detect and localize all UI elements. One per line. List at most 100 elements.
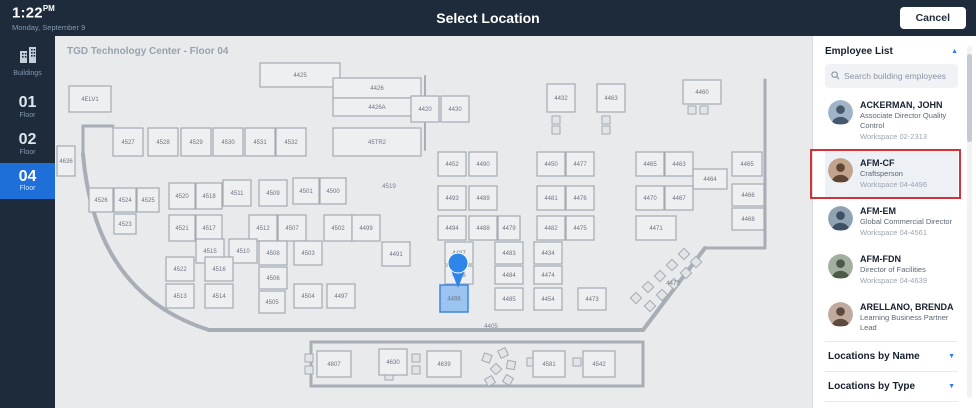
room-4482[interactable] bbox=[536, 215, 566, 241]
section-locations-by-type[interactable]: Locations by Type▼ bbox=[825, 371, 958, 401]
room-4465[interactable] bbox=[635, 151, 665, 177]
room-4500[interactable] bbox=[319, 177, 347, 205]
room-4529[interactable] bbox=[180, 127, 212, 157]
room-4489[interactable] bbox=[468, 185, 498, 211]
section-departments[interactable]: Departments▼ bbox=[825, 401, 958, 408]
room-4426[interactable] bbox=[332, 77, 422, 99]
room-4493[interactable] bbox=[437, 185, 467, 211]
room-4639[interactable] bbox=[426, 350, 462, 378]
room-4497[interactable] bbox=[326, 283, 356, 309]
room-4470[interactable] bbox=[635, 185, 665, 211]
room-4490[interactable] bbox=[468, 151, 498, 177]
room-4491[interactable] bbox=[381, 241, 411, 267]
room-4525[interactable] bbox=[136, 187, 160, 213]
room-4511[interactable] bbox=[222, 179, 252, 207]
room-4426A[interactable] bbox=[332, 97, 422, 117]
room-4466[interactable] bbox=[731, 183, 765, 207]
room-4498[interactable] bbox=[439, 284, 469, 313]
room-4506[interactable] bbox=[258, 266, 288, 290]
room-4477[interactable] bbox=[565, 151, 595, 177]
room-4465[interactable] bbox=[731, 151, 763, 177]
room-4488[interactable] bbox=[468, 215, 498, 241]
room-4527[interactable] bbox=[112, 127, 144, 157]
room-4522[interactable] bbox=[165, 256, 195, 282]
room-4507[interactable] bbox=[277, 214, 307, 242]
room-4467[interactable] bbox=[664, 185, 694, 211]
room-4509[interactable] bbox=[258, 179, 288, 207]
room-4516[interactable] bbox=[204, 256, 234, 282]
room-4530[interactable] bbox=[212, 127, 244, 157]
room-4474[interactable] bbox=[533, 265, 563, 285]
cancel-button[interactable]: Cancel bbox=[899, 7, 966, 29]
room-4430[interactable] bbox=[440, 95, 470, 123]
room-4420[interactable] bbox=[410, 95, 440, 123]
location-pin[interactable] bbox=[447, 252, 469, 288]
employee-list-header[interactable]: Employee List ▲ bbox=[825, 44, 958, 58]
room-4636[interactable] bbox=[56, 145, 76, 177]
room-4526[interactable] bbox=[88, 187, 114, 213]
room-4521[interactable] bbox=[168, 214, 196, 242]
room-4425[interactable] bbox=[259, 62, 341, 88]
room-4503[interactable] bbox=[293, 240, 323, 266]
room-4450[interactable] bbox=[536, 151, 566, 177]
room-4514[interactable] bbox=[204, 283, 234, 309]
room-4432[interactable] bbox=[546, 83, 576, 113]
room-4463[interactable] bbox=[596, 83, 626, 113]
room-45TR2[interactable] bbox=[332, 127, 422, 157]
chevron-down-icon[interactable]: ▼ bbox=[948, 353, 955, 360]
room-4807[interactable] bbox=[316, 350, 352, 378]
room-4505[interactable] bbox=[258, 290, 286, 314]
room-4501[interactable] bbox=[292, 177, 320, 205]
room-4524[interactable] bbox=[113, 187, 137, 213]
panel-scrollbar-thumb[interactable] bbox=[967, 54, 972, 142]
room-4463[interactable] bbox=[664, 151, 694, 177]
room-4483[interactable] bbox=[494, 241, 524, 265]
room-4510[interactable] bbox=[228, 238, 258, 264]
room-4471[interactable] bbox=[635, 215, 677, 241]
room-4452[interactable] bbox=[437, 151, 467, 177]
chevron-down-icon[interactable]: ▼ bbox=[948, 383, 955, 390]
search-input[interactable] bbox=[844, 71, 952, 81]
room-4484[interactable] bbox=[494, 265, 524, 285]
room-4531[interactable] bbox=[244, 127, 276, 157]
room-4485[interactable] bbox=[494, 287, 524, 311]
chevron-up-icon[interactable]: ▲ bbox=[951, 47, 958, 55]
room-4518[interactable] bbox=[195, 182, 223, 210]
room-4523[interactable] bbox=[113, 213, 137, 235]
room-4476[interactable] bbox=[565, 185, 595, 211]
room-4460[interactable] bbox=[682, 79, 722, 105]
room-4542[interactable] bbox=[582, 350, 616, 378]
room-4468[interactable] bbox=[731, 207, 765, 231]
room-4517[interactable] bbox=[195, 214, 223, 242]
room-4513[interactable] bbox=[165, 283, 195, 309]
room-4581[interactable] bbox=[532, 350, 566, 378]
room-4473[interactable] bbox=[577, 287, 607, 311]
room-4520[interactable] bbox=[168, 182, 196, 210]
room-4528[interactable] bbox=[147, 127, 179, 157]
room-4512[interactable] bbox=[248, 214, 278, 242]
section-locations-by-name[interactable]: Locations by Name▼ bbox=[825, 341, 958, 371]
room-4532[interactable] bbox=[275, 127, 307, 157]
room-4508[interactable] bbox=[258, 240, 288, 266]
room-4454[interactable] bbox=[533, 287, 563, 311]
room-4ELV1[interactable] bbox=[68, 85, 112, 113]
room-4630[interactable] bbox=[378, 348, 408, 376]
room-4479[interactable] bbox=[497, 215, 521, 241]
room-4504[interactable] bbox=[293, 283, 323, 309]
room-4499[interactable] bbox=[351, 214, 381, 242]
room-4494[interactable] bbox=[437, 215, 467, 241]
room-4481[interactable] bbox=[536, 185, 566, 211]
room-4464[interactable] bbox=[692, 168, 728, 190]
room-4434[interactable] bbox=[533, 241, 563, 265]
buildings-button[interactable]: Buildings bbox=[0, 36, 55, 89]
room-4475[interactable] bbox=[565, 215, 595, 241]
